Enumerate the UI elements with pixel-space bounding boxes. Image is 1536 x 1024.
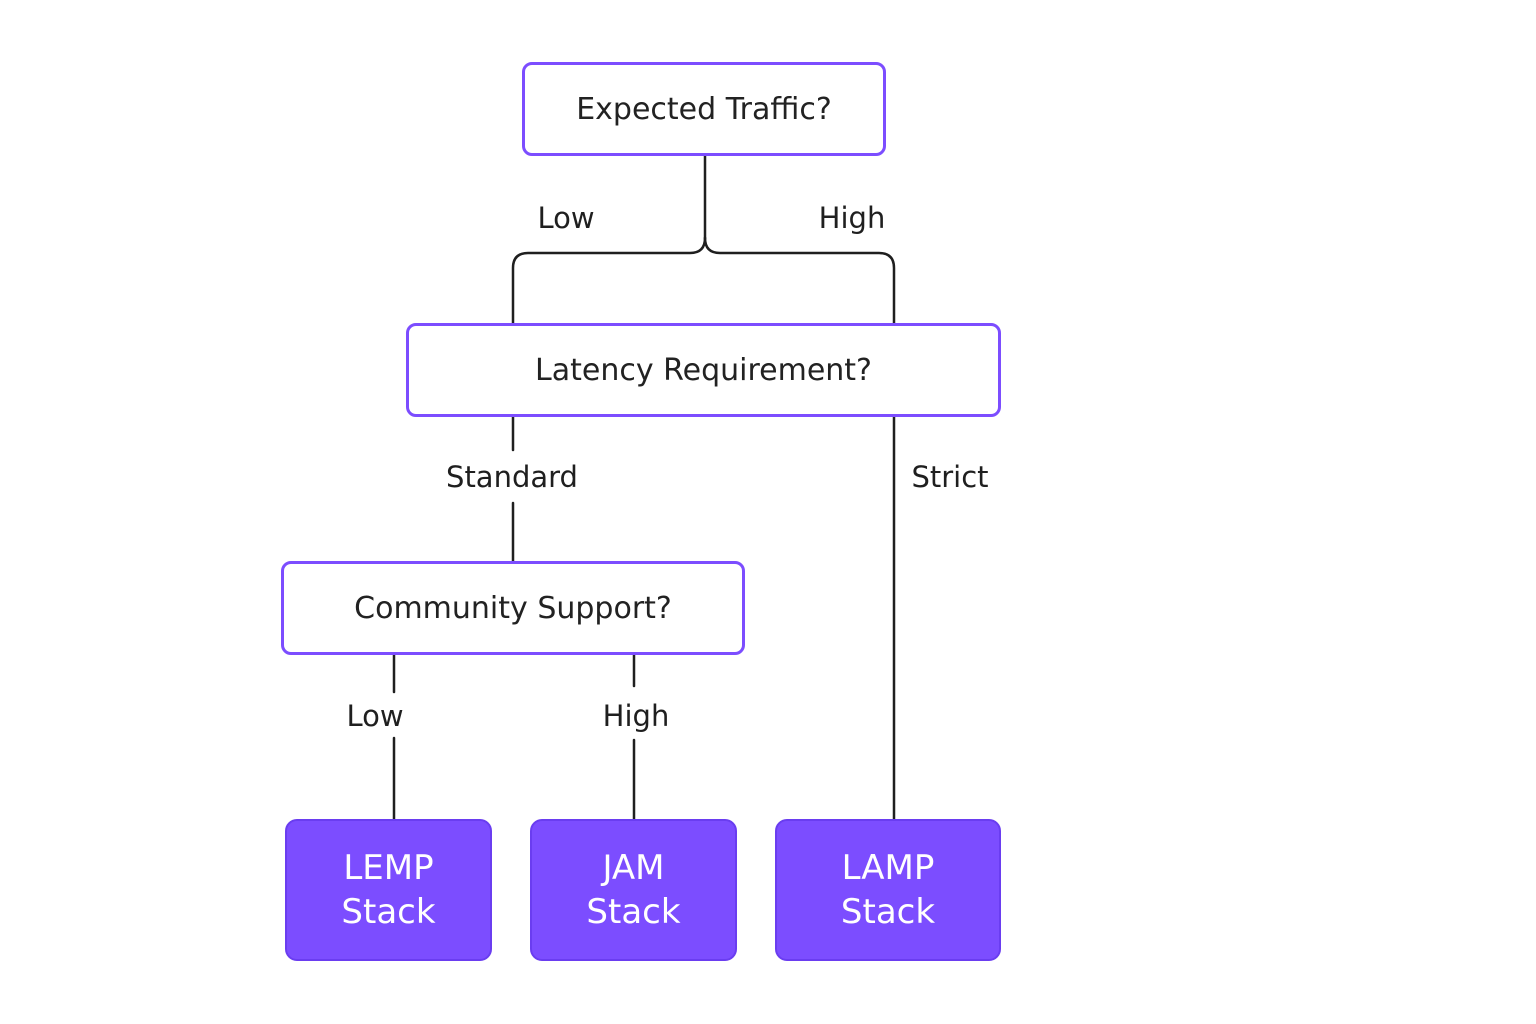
edge-label-support-high: High (598, 699, 674, 733)
community-support-node: Community Support? (281, 561, 745, 655)
connector-traffic-high (703, 236, 896, 326)
lemp-stack-node: LEMP Stack (285, 819, 492, 961)
edge-label-traffic-high: High (814, 201, 890, 235)
edge-label-traffic-low: Low (533, 201, 599, 235)
lamp-stack-node: LAMP Stack (775, 819, 1001, 961)
edge-label-latency-strict: Strict (907, 460, 993, 494)
lamp-stack-line1: LAMP (841, 848, 935, 888)
jam-stack-line1: JAM (602, 848, 665, 888)
connector-traffic-low (511, 236, 707, 326)
expected-traffic-node: Expected Traffic? (522, 62, 886, 156)
lamp-stack-line2: Stack (840, 892, 936, 932)
edge-label-support-low: Low (342, 699, 408, 733)
latency-requirement-label: Latency Requirement? (535, 352, 872, 388)
edge-label-latency-standard: Standard (442, 460, 582, 494)
jam-stack-line2: Stack (586, 892, 681, 932)
lemp-stack-line2: Stack (341, 892, 436, 932)
expected-traffic-label: Expected Traffic? (576, 91, 832, 127)
community-support-label: Community Support? (354, 590, 672, 626)
lemp-stack-line1: LEMP (343, 848, 434, 888)
jam-stack-node: JAM Stack (530, 819, 737, 961)
latency-requirement-node: Latency Requirement? (406, 323, 1001, 417)
